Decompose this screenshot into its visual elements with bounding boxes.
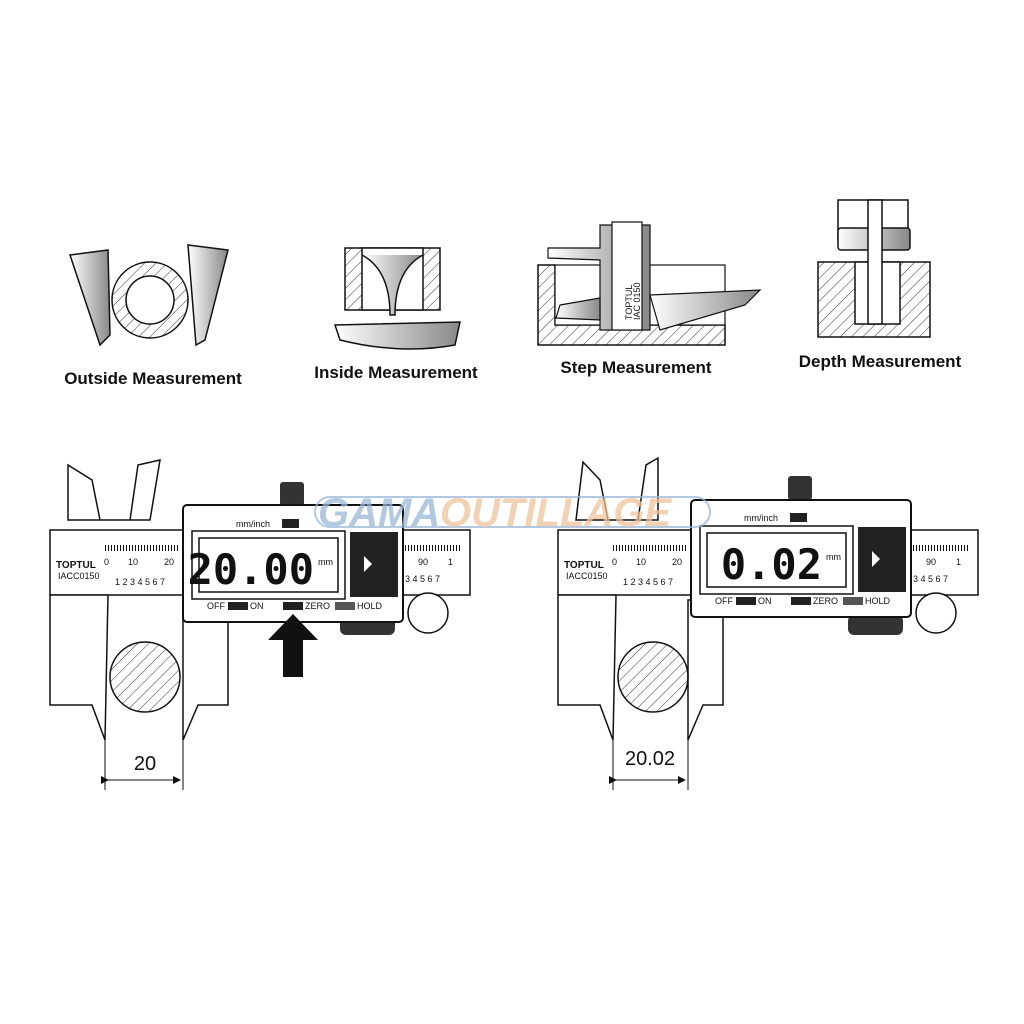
on-off-button[interactable] [736,597,756,605]
step-scale-brand: TOPTUL [624,285,634,320]
mode-label: mm/inch [236,519,270,529]
on-off-button[interactable] [228,602,248,610]
hold-button[interactable] [843,597,863,605]
lock-screw[interactable] [788,476,812,500]
on-label: ON [758,596,772,606]
step-measurement-figure: TOPTUL IAC 0150 Step Measurement [537,221,762,377]
zero-button[interactable] [791,597,811,605]
scale-90: 90 [418,557,428,567]
press-zero-arrow-icon [268,614,318,677]
caliper-model: IACC0150 [58,571,100,581]
hold-button[interactable] [335,602,355,610]
thumb-wheel[interactable] [915,592,957,634]
caliper-model: IACC0150 [566,571,608,581]
caption-outside: Outside Measurement [64,369,242,388]
lcd-reading: 20.00 [188,545,314,594]
hold-label: HOLD [865,596,891,606]
lcd-reading: 0.02 [721,540,822,589]
watermark-outillage: OUTILLAGE [440,491,672,535]
lcd-screen [198,537,339,593]
scale-100: 1 [956,557,961,567]
caliper-brand: TOPTUL [56,560,96,571]
hold-label: HOLD [357,601,383,611]
off-label: OFF [715,596,733,606]
lcd-screen [706,532,847,588]
dimension-label: 20.02 [625,748,675,770]
mode-label: mm/inch [744,513,778,523]
play-arrow-icon [364,556,372,572]
scale-90: 90 [926,557,936,567]
zero-label: ZERO [813,596,838,606]
watermark-logo: GAMA OUTILLAGE [314,491,711,535]
caliper-left: TOPTUL IACC0150 0 10 20 1 2 3 4 5 6 7 90… [49,459,471,790]
thumb-wheel[interactable] [407,592,449,634]
vernier-end: 3 4 5 6 7 [405,574,440,584]
lcd-unit: mm [826,552,841,562]
dimension-label: 20 [134,753,156,775]
lock-screw[interactable] [280,482,304,506]
zero-button[interactable] [283,602,303,610]
mode-button[interactable] [282,519,299,528]
caption-step: Step Measurement [560,358,711,377]
vernier-end: 3 4 5 6 7 [913,574,948,584]
watermark-gama: GAMA [318,491,440,535]
button-pad [858,527,906,592]
roller-knurl [848,615,903,635]
scale-20: 20 [164,557,174,567]
lcd-unit: mm [318,557,333,567]
caption-inside: Inside Measurement [314,363,478,382]
scale-10: 10 [128,557,138,567]
zero-label: ZERO [305,601,330,611]
scale-20: 20 [672,557,682,567]
outside-measurement-figure: Outside Measurement [64,244,242,388]
caption-depth: Depth Measurement [799,352,962,371]
off-label: OFF [207,601,225,611]
scale-0: 0 [612,557,617,567]
caliper-right: TOPTUL IACC0150 0 10 20 1 2 3 4 5 6 7 90… [557,456,979,790]
button-pad [350,532,398,597]
inside-measurement-figure: Inside Measurement [314,247,478,382]
scale-100: 1 [448,557,453,567]
play-arrow-icon [872,551,880,567]
scale-0: 0 [104,557,109,567]
step-scale-model: IAC 0150 [632,282,642,320]
vernier-scale: 1 2 3 4 5 6 7 [115,577,165,587]
depth-measurement-figure: Depth Measurement [799,199,962,371]
mode-button[interactable] [790,513,807,522]
vernier-scale: 1 2 3 4 5 6 7 [623,577,673,587]
scale-10: 10 [636,557,646,567]
on-label: ON [250,601,264,611]
caliper-brand: TOPTUL [564,560,604,571]
